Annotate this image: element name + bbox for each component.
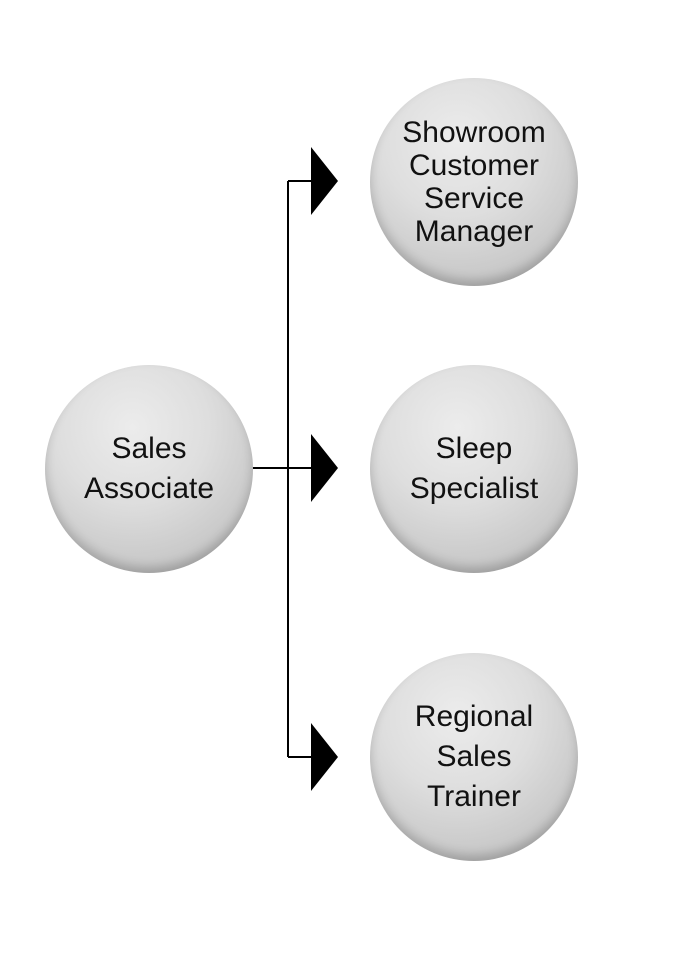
node-label: Sleep Specialist — [409, 432, 539, 505]
arrow-head-1 — [311, 147, 338, 215]
node-label: Showroom Customer Service Manager — [402, 116, 546, 248]
node-label: Regional Sales Trainer — [414, 700, 534, 813]
source-node-sales-associate: Sales Associate — [45, 365, 253, 573]
target-node-regional-sales-trainer: Regional Sales Trainer — [370, 653, 578, 861]
arrow-head-3 — [311, 723, 338, 791]
target-node-sleep-specialist: Sleep Specialist — [370, 365, 578, 573]
arrow-head-2 — [311, 434, 338, 502]
node-label: Sales Associate — [83, 432, 215, 505]
target-node-showroom-customer-service-manager: Showroom Customer Service Manager — [370, 78, 578, 286]
